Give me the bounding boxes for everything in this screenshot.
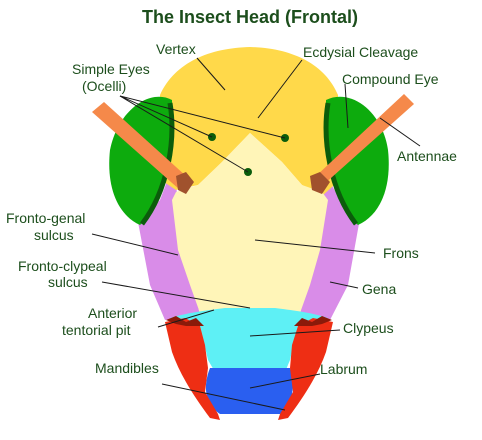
label-simple-eyes: Simple Eyes [72, 61, 150, 77]
label-tentorial-pit: tentorial pit [62, 322, 131, 338]
leader-vertex [196, 57, 226, 91]
leader-antennae [379, 117, 421, 147]
leader-clypeus [249, 329, 341, 337]
label-anterior: Anterior [88, 305, 137, 321]
label-ecdysial-cleavage: Ecdysial Cleavage [303, 44, 418, 60]
label-labrum: Labrum [320, 361, 367, 377]
gena-left [138, 160, 200, 320]
antenna-right-socket [310, 172, 330, 194]
label-fronto-clypeal: Fronto-clypeal [18, 258, 107, 274]
label-compound-eye: Compound Eye [342, 71, 439, 87]
frons-region [172, 133, 328, 313]
leader-frons [254, 239, 376, 254]
label-clypeus: Clypeus [343, 320, 394, 336]
mandible-left [165, 318, 220, 420]
leader-ecdysial [257, 59, 303, 119]
label-ocelli: (Ocelli) [82, 78, 126, 94]
antenna-left [92, 102, 186, 190]
labrum-region [205, 368, 293, 414]
antenna-left-socket [176, 172, 194, 194]
label-fronto-clypeal-sulcus: sulcus [48, 274, 88, 290]
label-frons: Frons [383, 245, 419, 261]
clypeus-region [170, 308, 328, 372]
antenna-right [316, 94, 414, 186]
vertex-region [158, 47, 342, 196]
leader-fronto-genal [91, 233, 179, 256]
leader-ocelli-2 [119, 95, 286, 139]
label-fronto-genal-sulcus: sulcus [34, 227, 74, 243]
diagram-title: The Insect Head (Frontal) [142, 7, 358, 27]
label-vertex: Vertex [156, 41, 196, 57]
mandible-tip-right [294, 316, 332, 326]
label-gena: Gena [362, 281, 396, 297]
leader-compound-eye [344, 83, 349, 129]
label-fronto-genal: Fronto-genal [6, 210, 85, 226]
leader-gena [329, 281, 359, 289]
leader-labrum [249, 373, 321, 389]
leader-ocelli-1 [119, 95, 213, 138]
label-antennae: Antennae [397, 148, 457, 164]
leader-anterior-tentorial [157, 309, 215, 328]
leader-mandibles [161, 383, 286, 411]
label-mandibles: Mandibles [95, 360, 159, 376]
mandible-right [278, 318, 333, 420]
gena-right [300, 160, 360, 320]
leader-fronto-clypeal [101, 281, 251, 309]
mandible-tip-left [166, 316, 204, 326]
leader-ocelli-3 [119, 95, 249, 173]
